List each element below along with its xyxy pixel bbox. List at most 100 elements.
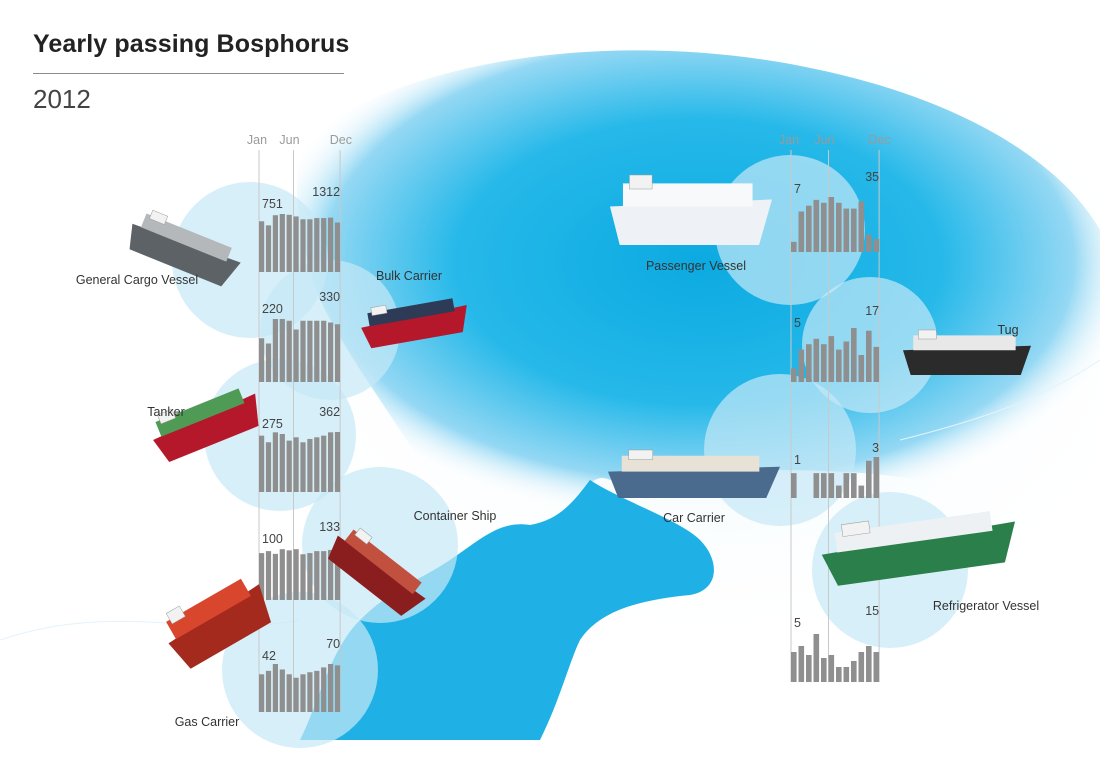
bar-tanker-nov <box>328 432 334 492</box>
tanker-icon-deck <box>155 388 245 437</box>
container-ship-icon-hull <box>328 535 426 616</box>
data-label-first: 42 <box>262 649 276 663</box>
bar-general-cargo-vessel-jun <box>293 216 299 272</box>
bar-bulk-carrier-jan <box>259 338 265 382</box>
bar-general-cargo-vessel-sep <box>314 218 320 272</box>
ship-label-refrigerator-vessel: Refrigerator Vessel <box>933 599 1039 613</box>
bar-gas-carrier-dec <box>334 665 341 712</box>
bar-general-cargo-vessel-may <box>286 214 292 272</box>
bubble-shape <box>704 374 856 526</box>
bar-container-ship-sep <box>314 551 320 600</box>
bar-refrigerator-vessel-aug <box>843 667 850 682</box>
bar-gas-carrier-jan <box>259 674 265 712</box>
ship-label-passenger-vessel: Passenger Vessel <box>646 259 746 273</box>
bar-refrigerator-vessel-mar <box>806 655 812 682</box>
bar-passenger-vessel-oct <box>858 201 865 252</box>
bar-tug-feb <box>798 349 805 382</box>
bar-tug-jan <box>791 368 797 382</box>
page-title: Yearly passing Bosphorus <box>33 30 350 58</box>
bar-tug-jul <box>836 349 842 382</box>
ship-label-general-cargo-vessel: General Cargo Vessel <box>76 273 198 287</box>
month-tick-label: Jan <box>779 133 799 147</box>
bar-tug-dec <box>873 346 880 382</box>
bar-passenger-vessel-nov <box>866 234 872 252</box>
bar-passenger-vessel-aug <box>843 208 850 252</box>
passenger-vessel-icon-hull <box>610 199 772 245</box>
data-label-last: 35 <box>865 170 879 184</box>
bar-bulk-carrier-jun <box>293 329 299 382</box>
bar-car-carrier-may <box>821 473 827 498</box>
bar-container-ship-jul <box>300 554 306 600</box>
bar-general-cargo-vessel-nov <box>328 217 334 272</box>
bar-bulk-carrier-jul <box>300 320 306 382</box>
bar-bulk-carrier-nov <box>328 322 334 382</box>
passenger-vessel-icon-bridge <box>629 174 653 190</box>
bar-container-ship-nov <box>328 549 334 600</box>
bar-refrigerator-vessel-feb <box>798 646 805 682</box>
chart-refrigerator-vessel: 515 <box>791 604 879 682</box>
bar-bulk-carrier-may <box>286 320 292 382</box>
bar-car-carrier-dec <box>873 457 880 498</box>
bar-bulk-carrier-aug <box>307 320 313 382</box>
ship-label-gas-carrier: Gas Carrier <box>175 715 240 729</box>
bar-passenger-vessel-feb <box>798 211 805 252</box>
bar-passenger-vessel-jun <box>828 197 835 252</box>
container-ship-icon <box>328 527 426 616</box>
bar-car-carrier-jun <box>828 473 835 498</box>
bar-passenger-vessel-may <box>821 202 827 252</box>
bar-car-carrier-oct <box>858 485 865 498</box>
data-label-first: 7 <box>794 182 801 196</box>
bar-passenger-vessel-mar <box>806 205 812 252</box>
bar-gas-carrier-sep <box>314 670 320 712</box>
bar-tanker-mar <box>272 432 278 492</box>
tug-icon-hull <box>903 345 1031 375</box>
bulk-carrier-icon <box>361 298 467 349</box>
bar-car-carrier-sep <box>851 473 857 498</box>
general-cargo-vessel-icon-hull <box>129 223 241 287</box>
bar-bulk-carrier-feb <box>265 343 272 382</box>
bar-passenger-vessel-jul <box>836 202 842 252</box>
data-label-first: 1 <box>794 453 801 467</box>
ship-label-tanker: Tanker <box>147 405 185 419</box>
ship-illustrations <box>129 174 1031 669</box>
ship-label-tug: Tug <box>997 323 1018 337</box>
bar-tug-aug <box>843 341 850 382</box>
data-label-first: 275 <box>262 417 283 431</box>
car-carrier-icon-hull <box>608 466 780 498</box>
bar-tug-oct <box>858 355 865 382</box>
bar-tug-mar <box>806 344 812 382</box>
gas-carrier-icon-hull <box>168 584 272 669</box>
general-cargo-vessel-icon-deck <box>140 213 232 262</box>
bar-container-ship-apr <box>279 549 285 600</box>
bar-refrigerator-vessel-oct <box>858 652 865 682</box>
bar-car-carrier-nov <box>866 460 872 498</box>
bar-refrigerator-vessel-nov <box>866 646 872 682</box>
data-label-first: 751 <box>262 197 283 211</box>
bar-tanker-aug <box>307 438 313 492</box>
bar-general-cargo-vessel-aug <box>307 219 313 272</box>
container-ship-icon-bridge <box>354 527 373 545</box>
bar-car-carrier-jul <box>836 485 842 498</box>
bar-refrigerator-vessel-sep <box>851 661 857 682</box>
bar-gas-carrier-mar <box>272 664 278 712</box>
bar-refrigerator-vessel-jul <box>836 667 842 682</box>
refrigerator-vessel-icon-bridge <box>841 520 871 537</box>
bar-container-ship-aug <box>307 553 313 600</box>
bar-tanker-feb <box>265 442 272 492</box>
data-label-last: 15 <box>865 604 879 618</box>
bar-general-cargo-vessel-apr <box>279 214 285 272</box>
bar-tanker-may <box>286 440 292 492</box>
bar-bulk-carrier-mar <box>272 319 278 382</box>
bar-gas-carrier-apr <box>279 669 285 712</box>
bar-tug-may <box>821 344 827 382</box>
car-carrier-icon <box>608 449 780 498</box>
bar-container-ship-feb <box>265 551 272 600</box>
data-label-last: 330 <box>319 290 340 304</box>
ship-label-car-carrier: Car Carrier <box>663 511 725 525</box>
tug-icon-bridge <box>918 329 937 340</box>
